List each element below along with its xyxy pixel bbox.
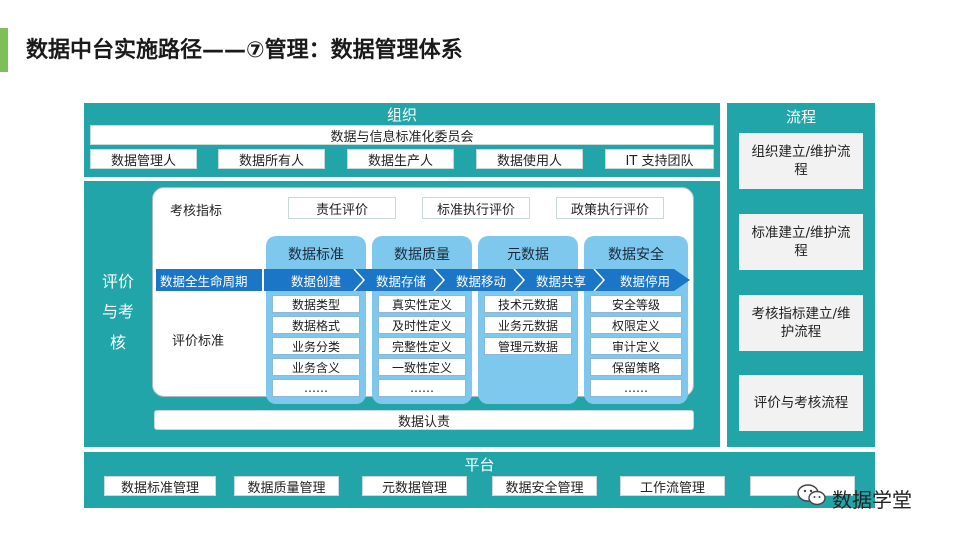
column-item: 业务分类 (272, 337, 360, 355)
watermark-text: 数据学堂 (832, 488, 912, 512)
column-item: 完整性定义 (378, 337, 466, 355)
column-data-quality: 数据质量 真实性定义 及时性定义 完整性定义 一致性定义 …… (372, 236, 472, 404)
role-it-support: IT 支持团队 (605, 149, 714, 169)
kpi-standard-execution: 标准执行评价 (422, 197, 530, 219)
column-data-security: 数据安全 安全等级 权限定义 审计定义 保留策略 …… (584, 236, 688, 404)
process-org-maintenance: 组织建立/维护流程 (739, 133, 863, 189)
page-title: 数据中台实施路径——⑦管理：数据管理体系 (26, 38, 463, 63)
process-evaluation: 评价与考核流程 (739, 375, 863, 431)
kpi-label: 考核指标 (170, 204, 223, 219)
chevron-separator (513, 269, 526, 291)
role-data-owner: 数据所有人 (218, 149, 325, 169)
lifecycle-step-store: 数据存储 (375, 273, 426, 289)
criteria-label: 评价标准 (172, 334, 225, 349)
role-data-manager: 数据管理人 (90, 149, 197, 169)
column-title: 数据质量 (394, 247, 450, 263)
lifecycle-step-create: 数据创建 (290, 273, 341, 289)
process-section: 流程 组织建立/维护流程 标准建立/维护流程 考核指标建立/维护流程 评价与考核… (727, 103, 875, 447)
column-item: 技术元数据 (484, 295, 572, 313)
platform-data-quality: 数据质量管理 (234, 476, 339, 496)
platform-data-security: 数据安全管理 (492, 476, 597, 496)
column-item: 权限定义 (590, 316, 682, 334)
column-item: 数据格式 (272, 316, 360, 334)
chevron-separator (353, 269, 366, 291)
process-kpi-maintenance: 考核指标建立/维护流程 (739, 295, 863, 351)
evaluation-section: 评价 与考 核 考核指标 责任评价 标准执行评价 政策执行评价 数据标准 数据类… (84, 181, 720, 447)
platform-header: 平台 (464, 456, 495, 474)
role-data-user: 数据使用人 (476, 149, 583, 169)
lifecycle-label: 数据全生命周期 (156, 269, 262, 291)
platform-metadata: 元数据管理 (362, 476, 467, 496)
evaluation-label-line: 评价 (101, 272, 134, 291)
chevron-separator (433, 269, 446, 291)
chevron-separator (593, 269, 606, 291)
column-item: 一致性定义 (378, 358, 466, 376)
column-item: 业务元数据 (484, 316, 572, 334)
process-standard-maintenance: 标准建立/维护流程 (739, 214, 863, 270)
column-item: 保留策略 (590, 358, 682, 376)
column-data-standard: 数据标准 数据类型 数据格式 业务分类 业务含义 …… (266, 236, 366, 404)
platform-workflow: 工作流管理 (620, 476, 725, 496)
data-accountability-box: 数据认责 (154, 410, 694, 430)
column-title: 元数据 (507, 247, 549, 263)
wechat-icon (797, 484, 826, 506)
column-metadata: 元数据 技术元数据 业务元数据 管理元数据 (478, 236, 578, 404)
column-item: 数据类型 (272, 295, 360, 313)
committee-box: 数据与信息标准化委员会 (90, 125, 714, 145)
column-title: 数据安全 (608, 247, 664, 263)
column-item: …… (378, 379, 466, 397)
column-title: 数据标准 (288, 247, 344, 263)
lifecycle-step-retire: 数据停用 (619, 273, 670, 289)
organization-section: 组织 数据与信息标准化委员会 数据管理人 数据所有人 数据生产人 数据使用人 I… (84, 103, 720, 177)
evaluation-label-line: 核 (109, 332, 126, 352)
lifecycle-step-move: 数据移动 (455, 273, 506, 289)
platform-section: 平台 数据标准管理 数据质量管理 元数据管理 数据安全管理 工作流管理 (84, 452, 875, 508)
lifecycle-step-share: 数据共享 (535, 273, 586, 289)
evaluation-label-line: 与考 (101, 302, 134, 322)
role-data-producer: 数据生产人 (347, 149, 454, 169)
platform-data-standard: 数据标准管理 (104, 476, 216, 496)
kpi-policy-execution: 政策执行评价 (556, 197, 664, 219)
kpi-responsibility: 责任评价 (288, 197, 396, 219)
column-item: …… (272, 379, 360, 397)
title-accent-bar (0, 28, 8, 72)
column-item: 安全等级 (590, 295, 682, 313)
column-item: 真实性定义 (378, 295, 466, 313)
column-item: 审计定义 (590, 337, 682, 355)
column-item: 及时性定义 (378, 316, 466, 334)
column-item: 管理元数据 (484, 337, 572, 355)
lifecycle-arrow-body (264, 269, 690, 291)
evaluation-label: 评价 与考 核 (84, 267, 152, 358)
process-header: 流程 (785, 108, 816, 126)
column-item: 业务含义 (272, 358, 360, 376)
lifecycle-arrow (264, 269, 690, 291)
organization-header: 组织 (386, 106, 417, 124)
column-item: …… (590, 379, 682, 397)
